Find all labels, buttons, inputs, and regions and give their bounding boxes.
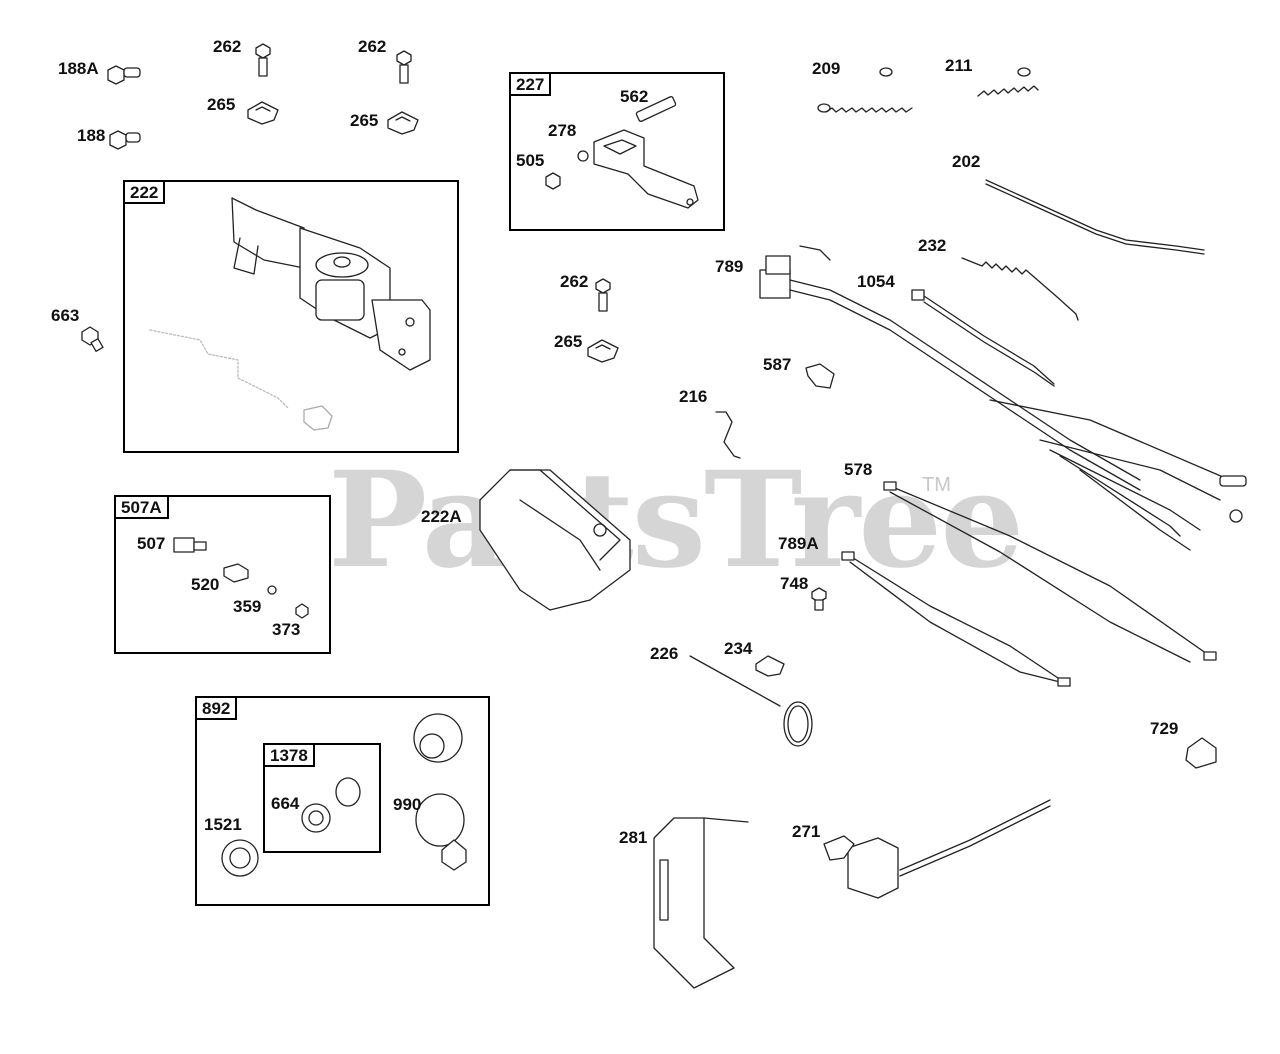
label-262-2[interactable]: 262 <box>358 37 387 56</box>
part-222-governor-assembly[interactable] <box>150 198 430 430</box>
box-507A: 507A <box>114 495 331 654</box>
box-tag-1378[interactable]: 1378 <box>263 743 315 767</box>
label-265-2[interactable]: 265 <box>350 111 379 130</box>
part-265-clip-1[interactable] <box>248 102 278 124</box>
label-262-1[interactable]: 262 <box>213 37 242 56</box>
part-211-spring[interactable] <box>978 68 1038 96</box>
box-227: 227 <box>509 72 725 231</box>
part-232-spring[interactable] <box>962 258 1078 320</box>
label-1054[interactable]: 1054 <box>857 272 895 291</box>
label-232[interactable]: 232 <box>918 236 947 255</box>
label-789A[interactable]: 789A <box>778 534 819 553</box>
label-663[interactable]: 663 <box>51 306 80 325</box>
label-505[interactable]: 505 <box>516 151 545 170</box>
part-234-clip[interactable] <box>756 656 784 676</box>
part-1378-lock-washer[interactable] <box>336 778 360 806</box>
part-359-washer[interactable] <box>268 586 276 594</box>
label-990[interactable]: 990 <box>393 795 422 814</box>
part-663-bolt[interactable] <box>82 327 103 351</box>
label-265-3[interactable]: 265 <box>554 332 583 351</box>
label-222A[interactable]: 222A <box>421 507 462 526</box>
part-789A-wire[interactable] <box>842 552 1070 686</box>
label-520[interactable]: 520 <box>191 575 220 594</box>
part-226-rod[interactable] <box>690 656 812 746</box>
part-1521-bezel[interactable] <box>222 840 258 876</box>
label-188A[interactable]: 188A <box>58 59 99 78</box>
label-507[interactable]: 507 <box>137 534 166 553</box>
part-520-bracket[interactable] <box>224 564 248 582</box>
label-748[interactable]: 748 <box>780 574 809 593</box>
part-664-nut[interactable] <box>302 804 330 832</box>
box-892: 892 <box>195 696 490 906</box>
part-271-throttle-cable[interactable] <box>824 800 1050 898</box>
label-188[interactable]: 188 <box>77 126 106 145</box>
label-789[interactable]: 789 <box>715 257 744 276</box>
label-262-3[interactable]: 262 <box>560 272 589 291</box>
label-216[interactable]: 216 <box>679 387 708 406</box>
part-227-bracket[interactable] <box>546 96 698 208</box>
part-748-bolt[interactable] <box>812 588 826 610</box>
box-222: 222 <box>123 180 459 453</box>
part-373-nut[interactable] <box>296 604 308 618</box>
part-262-bolt-1[interactable] <box>256 44 270 76</box>
part-789-wire-harness[interactable] <box>760 246 1246 550</box>
part-265-clip-3[interactable] <box>588 340 618 362</box>
label-729[interactable]: 729 <box>1150 719 1179 738</box>
part-281-bracket[interactable] <box>654 818 748 988</box>
box-tag-507A[interactable]: 507A <box>114 495 169 519</box>
part-202-rod[interactable] <box>986 180 1204 254</box>
box-tag-892[interactable]: 892 <box>195 696 238 720</box>
label-211[interactable]: 211 <box>945 56 973 75</box>
label-226[interactable]: 226 <box>650 644 679 663</box>
part-1054-cable-tie[interactable] <box>912 290 1054 386</box>
label-202[interactable]: 202 <box>952 152 981 171</box>
label-278[interactable]: 278 <box>548 121 577 140</box>
part-216-link[interactable] <box>716 412 740 458</box>
box-tag-227[interactable]: 227 <box>509 72 552 96</box>
label-664[interactable]: 664 <box>271 794 300 813</box>
part-587-clamp[interactable] <box>806 364 834 388</box>
label-587[interactable]: 587 <box>763 355 792 374</box>
label-373[interactable]: 373 <box>272 620 301 639</box>
watermark-trademark: TM <box>922 474 951 496</box>
label-234[interactable]: 234 <box>724 639 753 658</box>
part-578-wire[interactable] <box>884 482 1216 662</box>
part-188A-bolt[interactable] <box>108 66 140 84</box>
part-188-bolt[interactable] <box>110 131 140 149</box>
label-562[interactable]: 562 <box>620 87 649 106</box>
part-990-ignition-switch[interactable] <box>414 714 466 870</box>
part-262-bolt-3[interactable] <box>596 279 610 311</box>
part-507-switch[interactable] <box>174 538 206 552</box>
box-tag-222[interactable]: 222 <box>123 180 166 204</box>
watermark: PartsTree <box>328 443 1024 598</box>
part-222A-control-plate[interactable] <box>480 470 630 610</box>
part-265-clip-2[interactable] <box>388 112 418 134</box>
part-729-cap[interactable] <box>1186 738 1216 768</box>
box-1378: 1378 <box>263 743 381 853</box>
label-578[interactable]: 578 <box>844 460 873 479</box>
label-265-1[interactable]: 265 <box>207 95 236 114</box>
part-262-bolt-2[interactable] <box>397 51 411 83</box>
label-359[interactable]: 359 <box>233 597 262 616</box>
label-281[interactable]: 281 <box>619 828 648 847</box>
label-209[interactable]: 209 <box>812 59 841 78</box>
label-1521[interactable]: 1521 <box>204 815 242 834</box>
label-271[interactable]: 271 <box>792 822 821 841</box>
part-209-spring[interactable] <box>818 68 912 112</box>
